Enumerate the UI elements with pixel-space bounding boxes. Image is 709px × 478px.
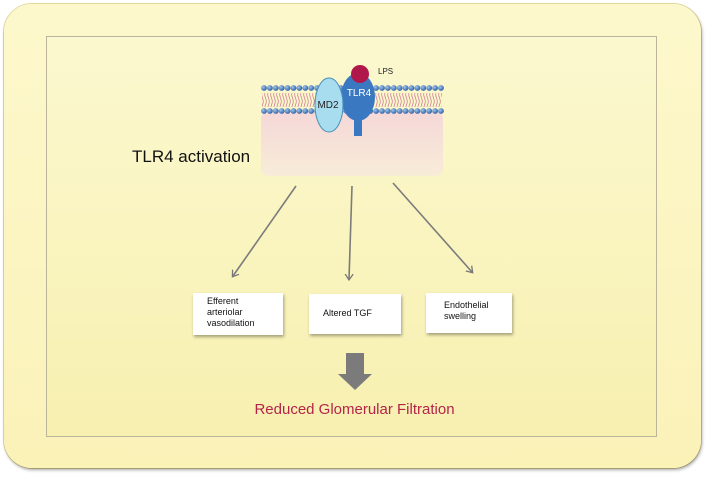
membrane-bead [408,108,415,114]
lps-label: LPS [378,67,393,76]
effect-box-altered-tgf: Altered TGF [309,294,401,334]
membrane-bead [373,85,379,91]
membrane-bead [296,108,303,114]
membrane-bead [408,85,415,91]
membrane-bead [438,108,444,114]
membrane-bead [414,85,421,91]
membrane-bead [272,85,279,91]
membrane-bead [390,108,397,114]
arrow-to-efferent-vasodilation [233,185,297,276]
arrow-to-altered-tgf [349,185,352,279]
membrane-bead [308,108,315,114]
membrane-bead [402,85,409,91]
tlr4-activation-label: TLR4 activation [132,147,251,166]
membrane-bead [420,108,427,114]
membrane-bead [302,108,309,114]
tlr4-label: TLR4 [347,88,372,99]
membrane-bead [261,85,267,91]
effect-text-line: arteriolar [207,307,243,317]
membrane-bead [438,85,444,91]
effect-text-line: swelling [444,311,477,321]
membrane-bead [261,108,267,114]
membrane-bead [426,108,433,114]
membrane-bead [414,108,421,114]
lps-molecule [351,65,369,83]
tlr4-receptor [341,73,375,136]
membrane-bead [396,85,403,91]
membrane-bead [373,108,379,114]
membrane-bead [420,85,427,91]
membrane-bead [302,85,309,91]
cell-body [261,112,443,176]
membrane-bead [278,85,285,91]
effect-text-line: vasodilation [207,318,255,328]
effect-text-line: Altered TGF [323,308,372,318]
membrane-bead [402,108,409,114]
membrane-bead [390,85,397,91]
membrane-bead [385,108,391,114]
membrane-bead [385,85,391,91]
md2-label: MD2 [317,100,339,111]
membrane-bead [396,108,403,114]
membrane-bead [290,108,297,114]
membrane-bead [267,85,273,91]
membrane-bead [432,108,438,114]
md2-protein [314,77,344,133]
outcome-down-arrow [338,353,372,390]
effect-box-efferent-vasodilation: Efferent arteriolar vasodilation [193,293,283,335]
membrane-bead [267,108,273,114]
effect-text-line: Endothelial [444,300,489,310]
membrane-bead [272,108,279,114]
membrane-bead [296,85,303,91]
membrane-bead [379,108,385,114]
effect-text-line: Efferent [207,296,239,306]
membrane-bead [432,85,438,91]
outcome-label: Reduced Glomerular Filtration [254,401,455,418]
membrane-bead [426,85,433,91]
effect-box-endothelial-swelling: Endothelial swelling [426,293,512,333]
membrane-bead [284,85,291,91]
membrane-bead [278,108,285,114]
arrow-to-endothelial-swelling [392,182,472,272]
membrane-bead [308,85,315,91]
membrane-bead [284,108,291,114]
membrane-bead [379,85,385,91]
membrane-bead [290,85,297,91]
